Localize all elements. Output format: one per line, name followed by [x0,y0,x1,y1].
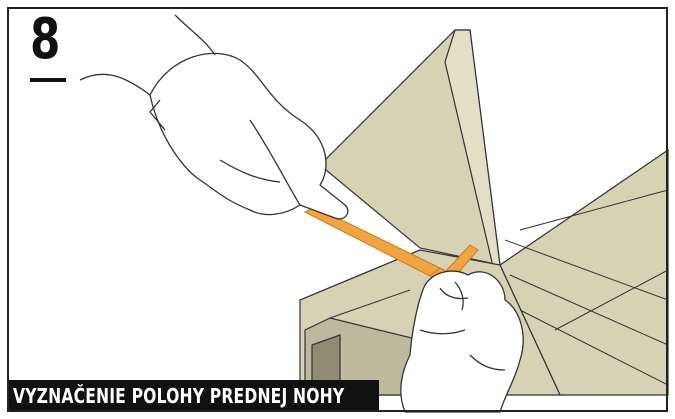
step-number: 8 [30,12,60,68]
hand-pointing-icon [80,15,348,219]
caption-text: VYZNAČENIE POLOHY PREDNEJ NOHY [13,380,344,412]
step-underline [30,78,66,82]
caption-banner: VYZNAČENIE POLOHY PREDNEJ NOHY [7,380,379,412]
